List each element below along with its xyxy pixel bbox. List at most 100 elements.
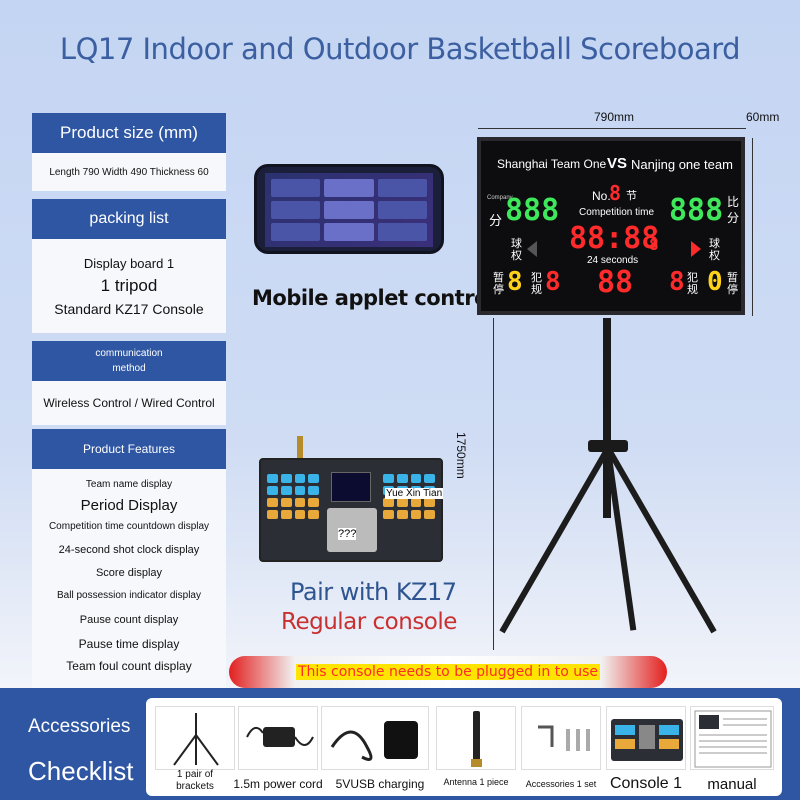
feature-item: Pause time display: [78, 637, 180, 651]
pair-label-line1: Pair with KZ17: [290, 578, 457, 606]
power-adapter-icon: [246, 726, 314, 747]
competition-time-label: Competition time: [579, 207, 655, 218]
feature-item: Competition time countdown display: [48, 521, 210, 532]
stand-dimension-line: [493, 318, 494, 650]
accessory-caption: Console 1: [609, 775, 683, 792]
possession-right-arrow-icon: [691, 241, 701, 257]
accessory-usb-charging: [321, 706, 429, 770]
feature-item: Score display: [95, 567, 163, 579]
accessory-caption-line: 1 pair of: [176, 769, 214, 780]
packing-list-box: Display board 1 1 tripod Standard KZ17 C…: [32, 239, 226, 333]
foul-right-char-1: 犯: [687, 272, 698, 284]
packing-list-header: packing list: [32, 199, 226, 239]
product-size-box: Length 790 Width 490 Thickness 60: [32, 153, 226, 191]
accessory-parts-icon: [538, 725, 590, 751]
home-score: 888: [505, 193, 560, 228]
console-icon: [611, 719, 683, 761]
communication-box: Wireless Control / Wired Control: [32, 381, 226, 425]
tripod-icon: [173, 713, 219, 766]
pause-left-value: 8: [507, 267, 523, 297]
period-value: 8: [609, 181, 622, 205]
foul-left-value: 8: [545, 267, 561, 297]
product-size-header: Product size (mm): [32, 113, 226, 153]
pause-right-char-2: 停: [727, 284, 738, 296]
team-right-name: Nanjing one team: [631, 157, 733, 172]
accessory-caption: Accessories 1 set: [525, 779, 597, 789]
feature-item: Period Display: [80, 497, 178, 514]
console-keypad-right: [383, 474, 435, 519]
accessory-caption: 5VUSB charging: [335, 777, 425, 791]
poss-left-char-1: 球: [511, 238, 522, 250]
pair-label-line2: Regular console: [281, 609, 457, 635]
communication-header-line: communication: [95, 348, 163, 359]
pause-left-char-2: 停: [493, 284, 504, 296]
accessory-power-cord: [238, 706, 318, 770]
poss-left-char-2: 权: [511, 250, 522, 262]
accessory-caption: Antenna 1 piece: [443, 777, 509, 787]
accessory-console: [606, 706, 686, 770]
console-keypad-left: [267, 474, 319, 519]
stand-dimension: 1750mm: [454, 432, 468, 479]
possession-left-arrow-icon: [527, 241, 537, 257]
mobile-control-label: Mobile applet control: [252, 286, 495, 310]
company-label: Company: [487, 195, 513, 201]
pause-right-value: 0: [707, 267, 723, 297]
period-char: 节: [626, 190, 637, 202]
communication-header-line: method: [112, 363, 146, 374]
score-char-right-2: 分: [727, 211, 740, 225]
shot-clock-label: 24 seconds: [587, 255, 639, 266]
height-dimension-line: [752, 138, 753, 316]
accessory-caption-line: brackets: [176, 781, 214, 792]
game-clock: 88:88: [569, 221, 660, 256]
foul-right-value: 8: [669, 267, 685, 297]
score-char-left: 分: [489, 213, 503, 228]
feature-item: 24-second shot clock display: [58, 544, 200, 556]
accessory-caption: 1 pair of brackets: [155, 769, 235, 793]
away-score: 888: [669, 193, 724, 228]
thickness-dimension: 60mm: [746, 110, 780, 124]
feature-item: Team name display: [85, 479, 173, 490]
width-dimension-line: [478, 128, 746, 129]
foul-right-char-2: 规: [687, 284, 698, 296]
communication-header: communication method: [32, 341, 226, 381]
tripod-clamp: [588, 440, 628, 452]
packing-item: Display board 1: [83, 255, 175, 271]
poss-right-char-1: 球: [709, 238, 720, 250]
tripod-leg: [499, 448, 610, 634]
page-title: LQ17 Indoor and Outdoor Basketball Score…: [59, 32, 741, 66]
power-notice-text: This console needs to be plugged in to u…: [295, 664, 601, 680]
usb-charger-icon: [330, 721, 418, 761]
console-screen: [331, 472, 371, 502]
phone-image: [254, 164, 444, 254]
power-notice-banner: This console needs to be plugged in to u…: [229, 656, 667, 688]
period-no-label: No.: [592, 189, 611, 203]
vs-label: VS: [607, 155, 628, 172]
checklist-title: Checklist: [28, 756, 134, 786]
accessory-brackets: [155, 706, 235, 770]
packing-item: Standard KZ17 Console: [54, 300, 204, 317]
team-left-name: Shanghai Team One: [497, 157, 607, 171]
feature-item: Team foul count display: [66, 659, 192, 673]
pause-left-char-1: 暂: [493, 272, 504, 284]
communication-text: Wireless Control / Wired Control: [43, 396, 215, 410]
tripod-pole: [603, 318, 611, 518]
features-header: Product Features: [32, 429, 226, 469]
pause-right-char-1: 暂: [727, 272, 738, 284]
foul-left-char-2: 规: [531, 284, 542, 296]
features-box: Team name display Period Display Competi…: [32, 469, 226, 688]
accessory-caption: 1.5m power cord: [233, 777, 323, 791]
poss-right-char-2: 权: [709, 250, 720, 262]
accessories-title: Accessories: [28, 716, 131, 737]
console-antenna: [297, 436, 303, 460]
antenna-icon: [471, 711, 482, 767]
console-unknown-label: ???: [338, 528, 357, 540]
accessory-caption: manual: [707, 776, 757, 793]
console-brand-label: Yue Xin Tian: [385, 488, 444, 499]
score-char-right-1: 比: [727, 195, 740, 209]
accessory-antenna: [436, 706, 516, 770]
accessory-set: [521, 706, 601, 770]
feature-item: Pause count display: [79, 614, 179, 626]
game-clock-tenth: 8: [649, 235, 659, 254]
scoreboard: Shanghai Team One VS Nanjing one team Co…: [477, 137, 745, 315]
